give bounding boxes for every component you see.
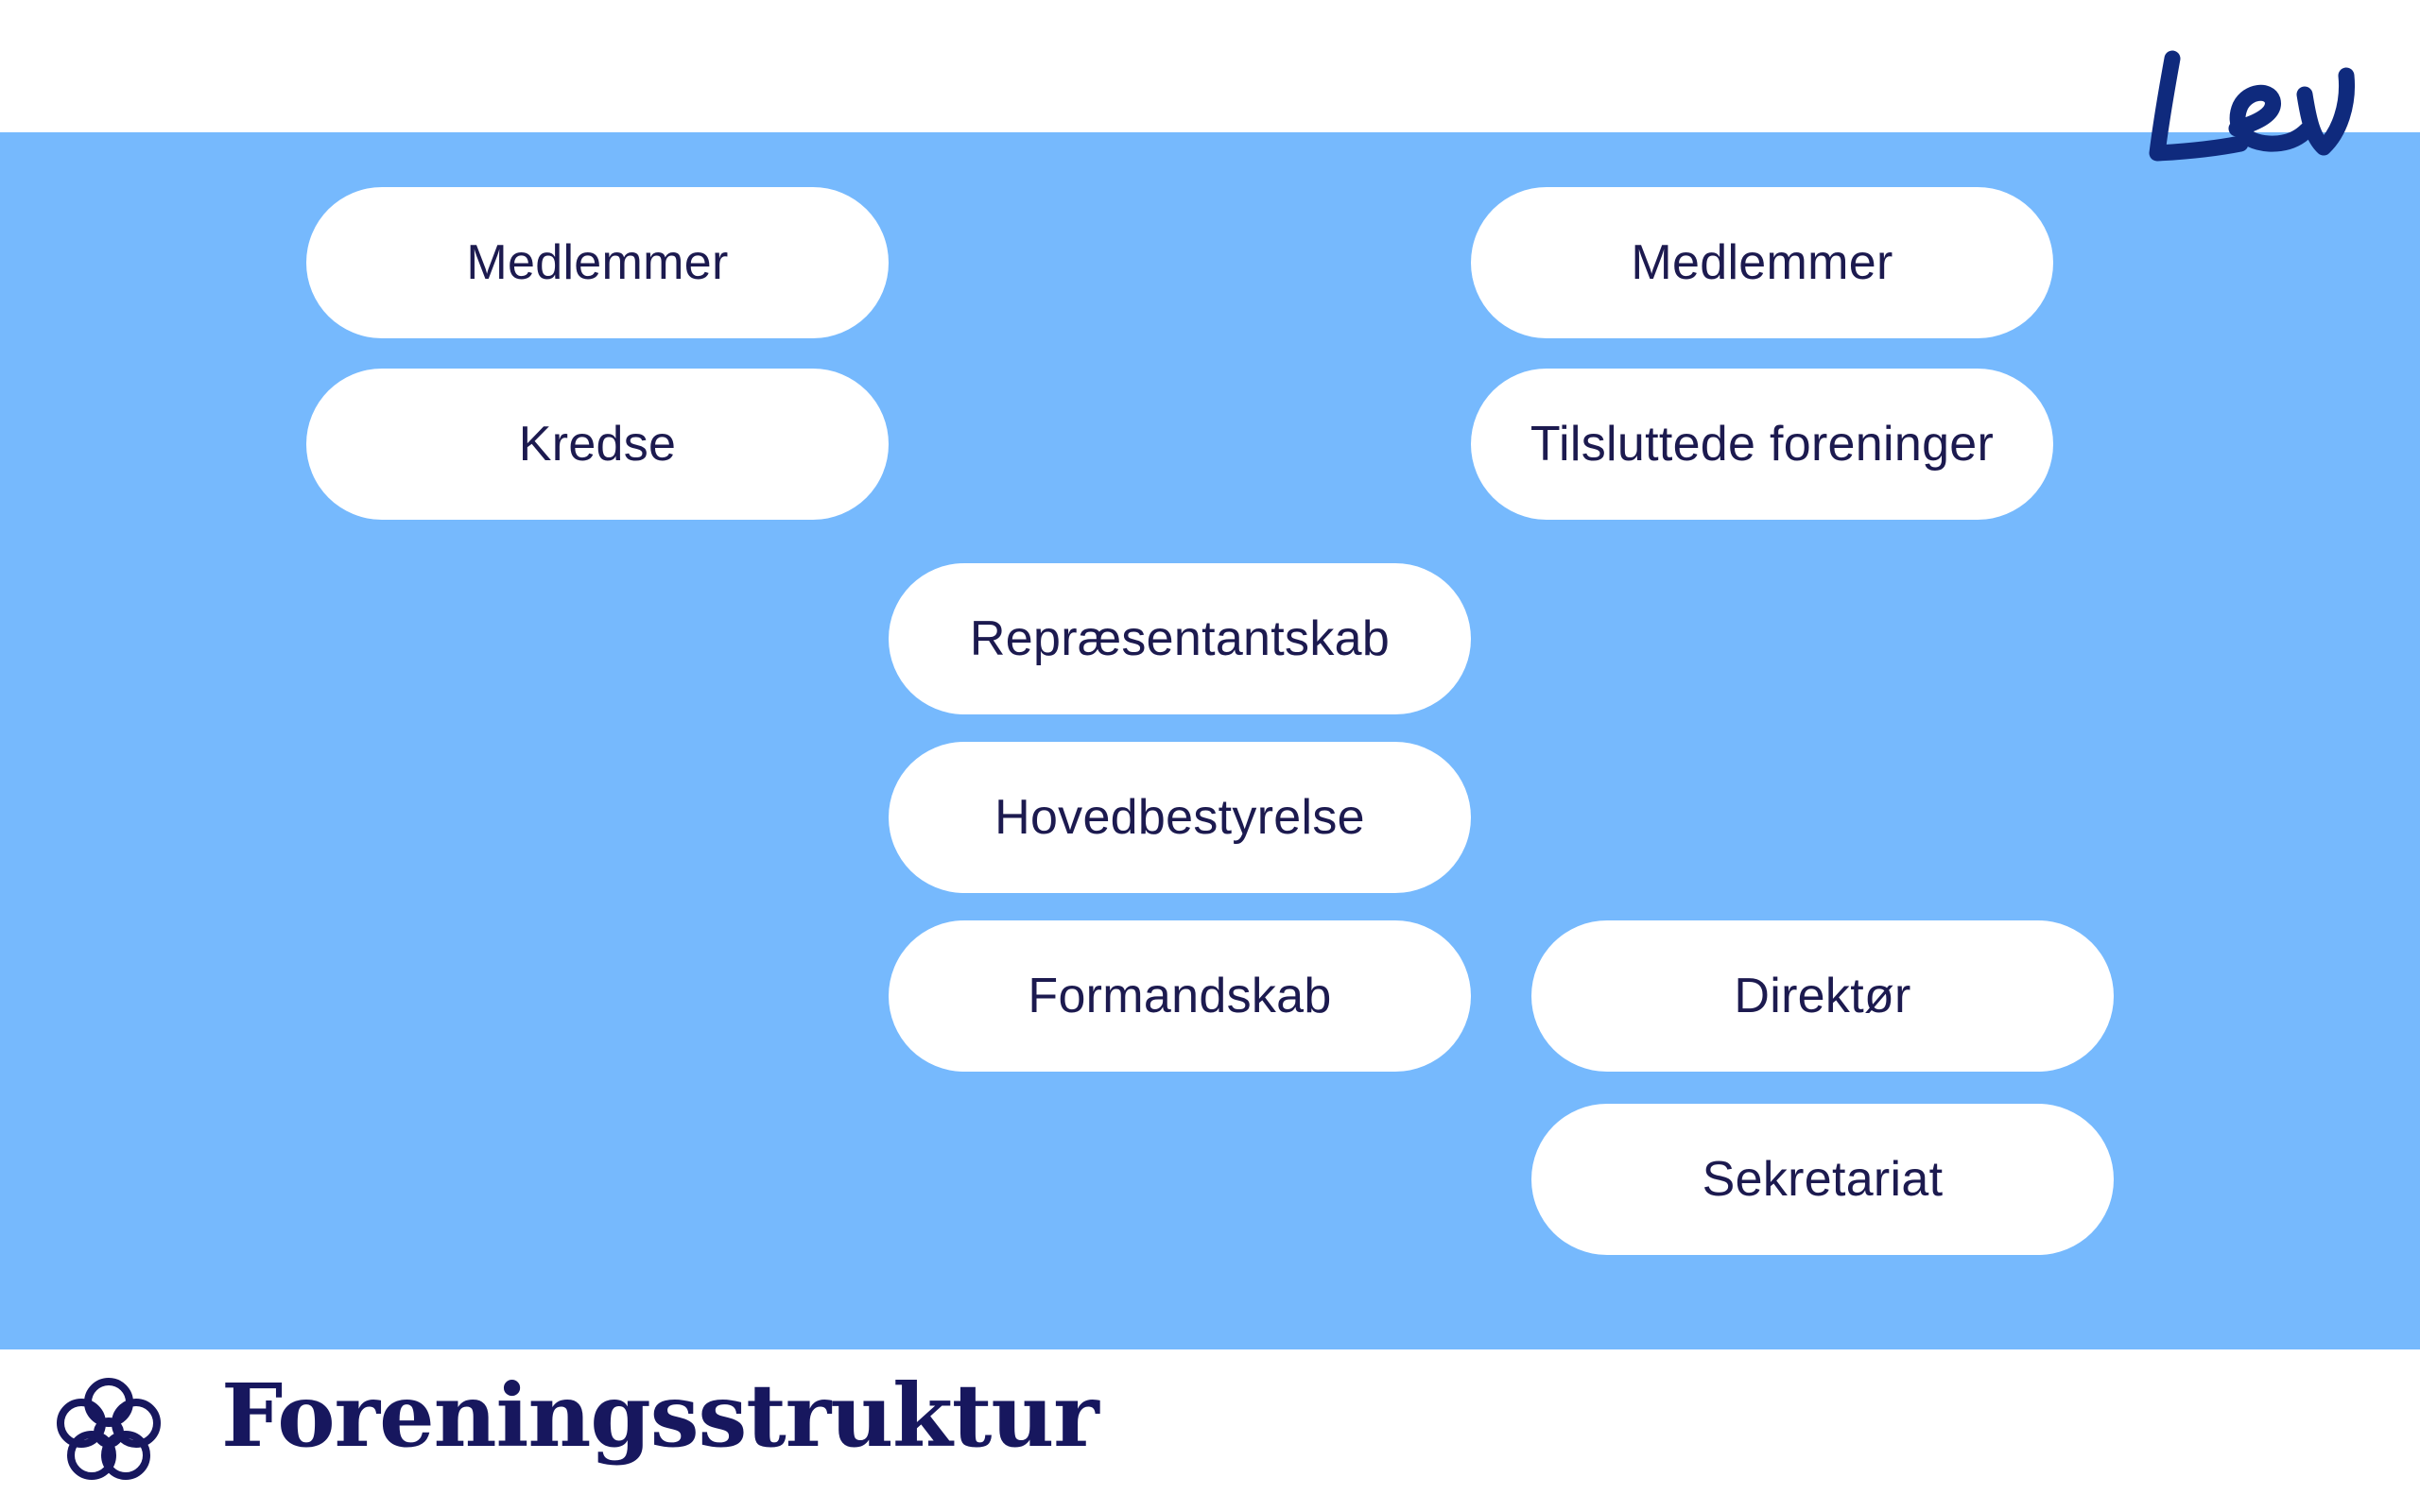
pill-label: Hovedbestyrelse (994, 790, 1365, 845)
page-title: Foreningsstruktur (221, 1365, 1099, 1467)
pill-sekretariat: Sekretariat (1531, 1104, 2114, 1255)
pill-label: Direktør (1734, 969, 1911, 1023)
pill-label: Medlemmer (1631, 235, 1893, 290)
pill-direktoer: Direktør (1531, 920, 2114, 1072)
top-band (0, 0, 2420, 132)
pill-label: Kredse (518, 417, 677, 472)
pill-tilsluttede-foreninger: Tilsluttede foreninger (1471, 369, 2053, 520)
pill-label: Formandskab (1028, 969, 1332, 1023)
flower-icon (57, 1378, 161, 1480)
pill-medlemmer-left: Medlemmer (306, 187, 889, 338)
pill-label: Repræsentantskab (969, 611, 1391, 666)
pill-label: Tilsluttede foreninger (1530, 417, 1995, 472)
pill-repraesentantskab: Repræsentantskab (889, 563, 1471, 714)
pill-hovedbestyrelse: Hovedbestyrelse (889, 742, 1471, 893)
pill-kredse: Kredse (306, 369, 889, 520)
pill-label: Medlemmer (466, 235, 729, 290)
pill-medlemmer-right: Medlemmer (1471, 187, 2053, 338)
lev-logo (2149, 50, 2356, 162)
pill-formandskab: Formandskab (889, 920, 1471, 1072)
pill-label: Sekretariat (1702, 1152, 1944, 1207)
